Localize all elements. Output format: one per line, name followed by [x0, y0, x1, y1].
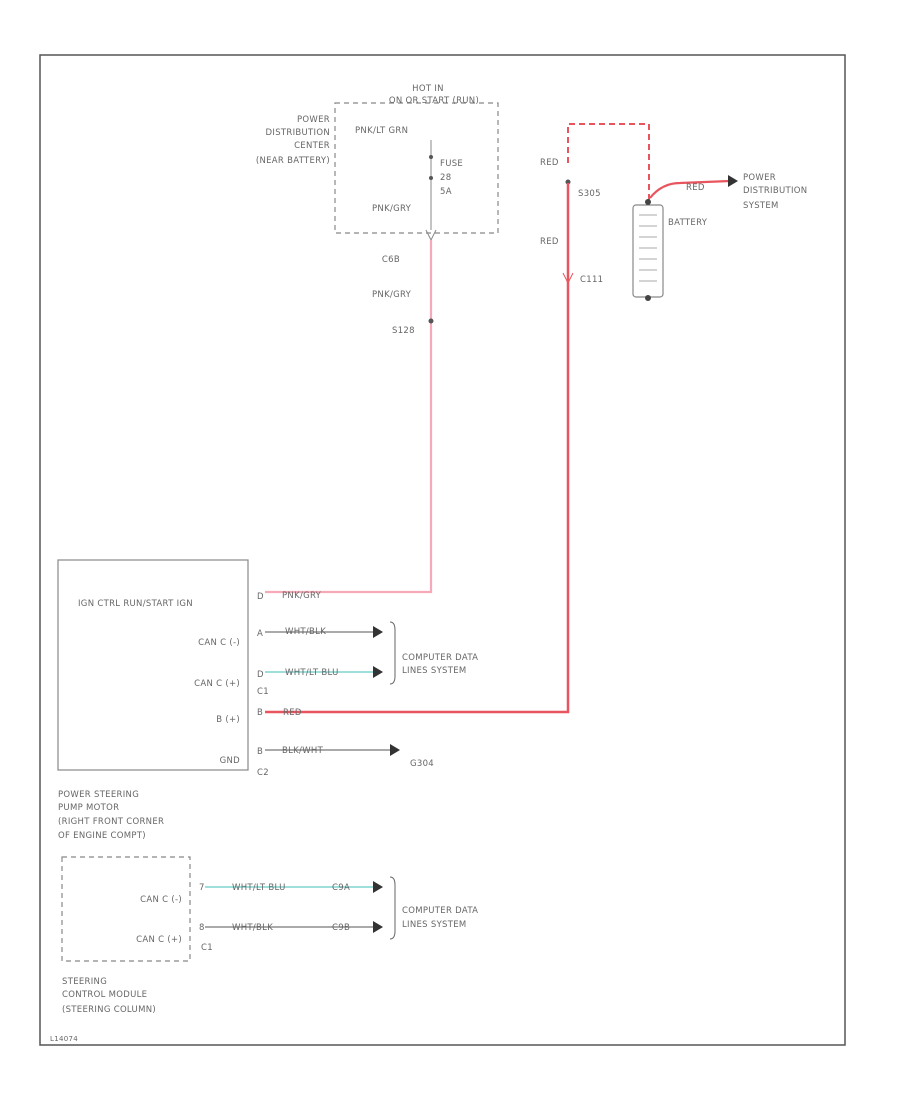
pump-pin-3: D — [257, 670, 264, 680]
fuse-rating: 5A — [440, 187, 452, 197]
pump-pin-1: D — [257, 592, 264, 602]
pdc-name-line-2: DISTRIBUTION — [266, 128, 330, 138]
pdc-wire-out-label: PNK/GRY — [372, 204, 412, 214]
pump-pin-2: A — [257, 629, 263, 639]
splice-s305-label: S305 — [578, 189, 601, 199]
pump-name-line-1: POWER STEERING — [58, 790, 139, 800]
scm-name-line-1: STEERING — [62, 977, 107, 987]
pdc-connector-symbol — [425, 229, 437, 242]
battery-cells — [639, 214, 657, 282]
pdc-hot-label-2: ON OR START (RUN) — [389, 96, 479, 106]
scm-wire-1-label: WHT/LT BLU — [232, 883, 286, 893]
pump-pin-label-b-plus: B (+) — [216, 715, 240, 725]
wire-red-b-plus — [265, 183, 570, 714]
wire-can-minus-arrow — [373, 626, 383, 638]
battery-wire-bottom-label: RED — [540, 237, 559, 247]
battery-symbol — [632, 204, 664, 298]
pdc-wire-in-label: PNK/LT GRN — [355, 126, 408, 136]
pump-conn-c1: C1 — [257, 687, 269, 697]
battery-dest-line-3: SYSTEM — [743, 201, 779, 211]
pdc-hot-label: HOT IN — [412, 84, 444, 94]
diagram-frame — [39, 54, 846, 1046]
scm-box — [61, 856, 191, 962]
splice-s128-node — [428, 318, 434, 324]
pump-pin-label-can-minus: CAN C (-) — [198, 638, 240, 648]
footer-code: L14074 — [50, 1035, 78, 1043]
battery-label: BATTERY — [668, 218, 708, 228]
wire-ground-arrow — [390, 744, 400, 756]
pump-pin-label-can-plus: CAN C (+) — [194, 679, 240, 689]
pump-conn-c2: C2 — [257, 768, 269, 778]
pump-motor-box — [57, 559, 249, 771]
fuse-number: 28 — [440, 173, 451, 183]
pump-cds-line-2: LINES SYSTEM — [402, 666, 467, 676]
scm-cds-bracket — [389, 876, 396, 940]
scm-wire-2-label: WHT/BLK — [232, 923, 273, 933]
pump-pin-label-gnd: GND — [220, 756, 241, 766]
pump-name-line-2: PUMP MOTOR — [58, 803, 119, 813]
pump-cds-bracket — [389, 621, 396, 685]
pump-wire-red-label: RED — [283, 708, 302, 718]
battery-out-wire — [649, 179, 731, 199]
scm-conn-label: C1 — [201, 943, 213, 953]
fuse-node-top — [429, 155, 433, 159]
ground-g304-label: G304 — [410, 759, 434, 769]
scm-pin-1: 7 — [199, 883, 205, 893]
wire-pnk-gry — [265, 240, 433, 594]
pump-wire-pnk-gry-label: PNK/GRY — [282, 591, 322, 601]
splice-s128-label: S128 — [392, 326, 415, 336]
pump-wire-can-minus-label: WHT/BLK — [285, 627, 326, 637]
pump-pin-5: B — [257, 747, 263, 757]
c111-label: C111 — [580, 275, 603, 285]
splice-wire-label: PNK/GRY — [372, 290, 412, 300]
wire-can-plus-arrow — [373, 666, 383, 678]
pump-wire-can-plus-label: WHT/LT BLU — [285, 668, 339, 678]
fuse-node-bottom — [429, 176, 433, 180]
battery-dest-line-1: POWER — [743, 173, 776, 183]
fuse-label: FUSE — [440, 159, 463, 169]
pump-name-line-3: (RIGHT FRONT CORNER — [58, 817, 164, 827]
pdc-connector-label: C6B — [382, 255, 400, 265]
scm-cds-line-1: COMPUTER DATA — [402, 906, 478, 916]
pdc-name-line-3: CENTER — [294, 141, 330, 151]
battery-dest-line-2: DISTRIBUTION — [743, 186, 807, 196]
battery-positive-terminal — [645, 199, 651, 205]
pdc-name-line-1: POWER — [297, 115, 330, 125]
scm-pin-label-1: CAN C (-) — [140, 895, 182, 905]
pdc-name-line-4: (NEAR BATTERY) — [256, 156, 330, 166]
scm-pin-2: 8 — [199, 923, 205, 933]
pump-wire-gnd-label: BLK/WHT — [282, 746, 324, 756]
scm-wire-2-arrow — [373, 921, 383, 933]
battery-negative-terminal — [645, 295, 651, 301]
battery-out-wire-label: RED — [686, 183, 705, 193]
scm-cds-line-2: LINES SYSTEM — [402, 920, 467, 930]
pump-cds-line-1: COMPUTER DATA — [402, 653, 478, 663]
scm-wire-1-arrow — [373, 881, 383, 893]
pump-pin-4: B — [257, 708, 263, 718]
scm-name-line-3: (STEERING COLUMN) — [62, 1005, 156, 1015]
scm-wire-2-conn: C9B — [332, 923, 350, 933]
scm-name-line-2: CONTROL MODULE — [62, 990, 147, 1000]
battery-out-arrow — [728, 175, 738, 187]
scm-pin-label-2: CAN C (+) — [136, 935, 182, 945]
pdc-box — [334, 102, 499, 234]
battery-wire-top-label: RED — [540, 158, 559, 168]
pump-name-line-4: OF ENGINE COMPT) — [58, 831, 146, 841]
scm-wire-1-conn: C9A — [332, 883, 350, 893]
pump-header-label: IGN CTRL RUN/START IGN — [78, 599, 193, 609]
